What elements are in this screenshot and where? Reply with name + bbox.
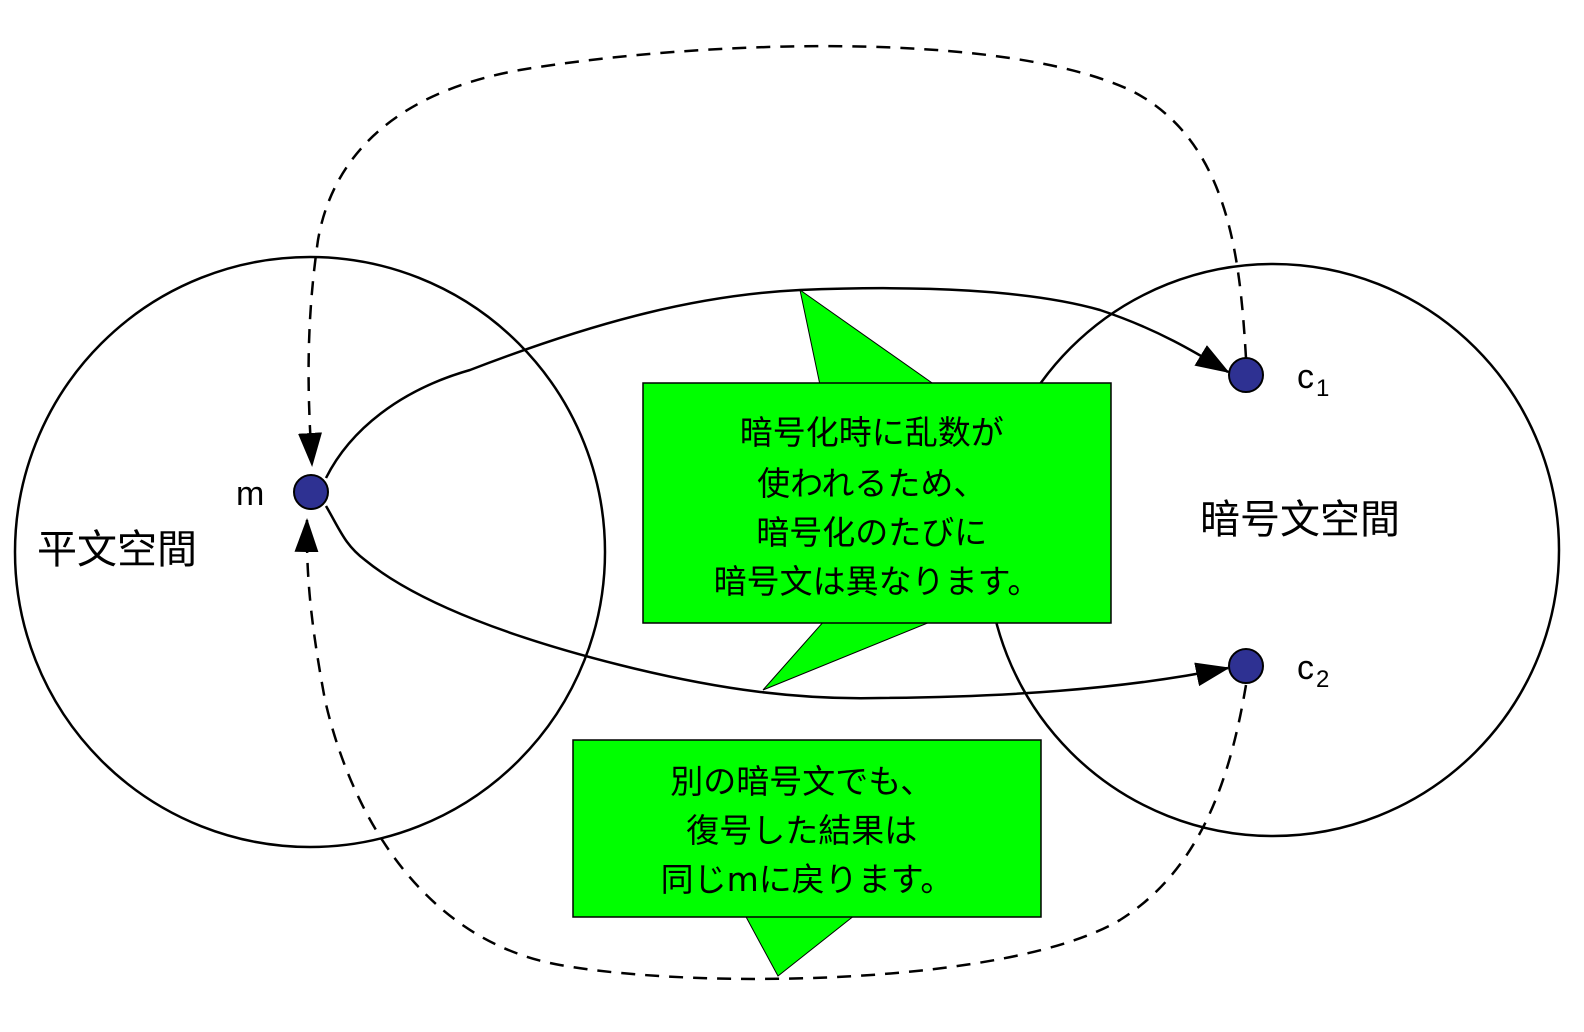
callout-encrypt: 暗号化時に乱数が 使われるため、 暗号化のたびに 暗号文は異なります。 (642, 288, 1112, 691)
point-m-label: m (236, 475, 264, 513)
callout-encrypt-line-2: 使われるため、 (757, 464, 986, 503)
callout-encrypt-line-3: 暗号化のたびに (756, 513, 987, 552)
plaintext-space-circle (13, 255, 607, 849)
decrypt-path-c2 (294, 518, 1248, 981)
callout-decrypt-line-3: 同じmに戻ります。 (661, 860, 954, 899)
callout-decrypt-pointer (744, 914, 857, 977)
point-c1-label: c1 (1297, 358, 1329, 402)
encrypt-path-c2 (324, 505, 1230, 700)
point-m (293, 474, 329, 510)
callout-encrypt-pointer-bottom (762, 619, 936, 691)
callout-decrypt-line-2: 復号した結果は (686, 811, 917, 850)
encrypt-path-c1 (324, 286, 1230, 479)
decrypt-path-c1 (298, 44, 1248, 467)
callout-encrypt-line-4: 暗号文は異なります。 (714, 562, 1041, 601)
callout-decrypt-line-1: 別の暗号文でも、 (670, 762, 933, 801)
point-c2-label: c2 (1297, 649, 1329, 693)
point-c2-subscript: 2 (1316, 666, 1329, 693)
callout-encrypt-line-1: 暗号化時に乱数が (740, 413, 1004, 452)
plaintext-space-label: 平文空間 (37, 527, 197, 573)
callout-encrypt-pointer-top (799, 288, 937, 386)
point-c2-letter: c (1297, 649, 1314, 687)
ciphertext-space-label: 暗号文空間 (1200, 497, 1400, 543)
point-c1 (1228, 357, 1264, 393)
callout-decrypt: 別の暗号文でも、 復号した結果は 同じmに戻ります。 (572, 739, 1042, 977)
svg-text:別の暗号文でも、 復号した結果は 同: 別の暗号文でも、 復号した結果は 同じmに戻ります。 (661, 762, 954, 899)
point-c1-letter: c (1297, 358, 1314, 396)
point-c1-subscript: 1 (1316, 375, 1329, 402)
point-c2 (1228, 648, 1264, 684)
svg-text:暗号化時に乱数が 使われるため、 暗: 暗号化時に乱数が 使われるため、 暗号化のたびに 暗号文は異なります。 (714, 413, 1041, 601)
